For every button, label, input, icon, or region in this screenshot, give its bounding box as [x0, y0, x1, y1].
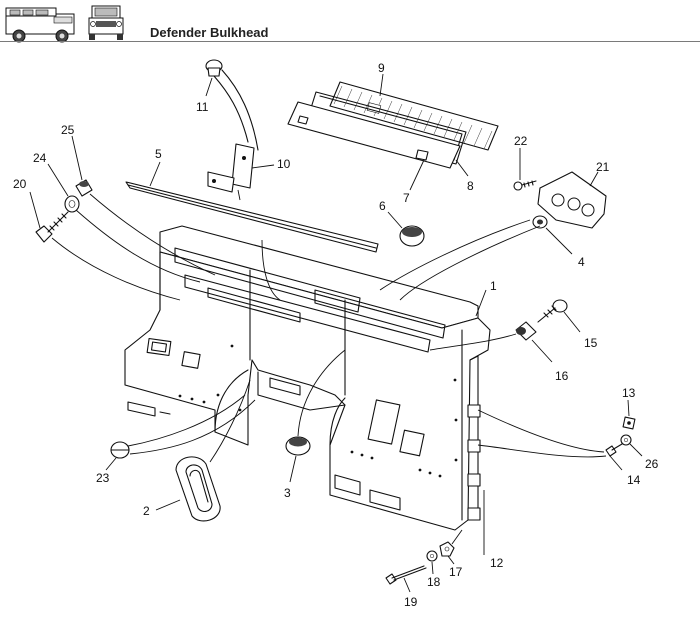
callout-8: 8: [455, 159, 474, 193]
callout-16: 16: [531, 339, 569, 383]
callout-label: 6: [379, 199, 386, 213]
callout-label: 17: [449, 565, 463, 579]
part-18-washer: [426, 550, 438, 562]
part-4-plug: [532, 215, 548, 229]
callout-label: 18: [427, 575, 441, 589]
callout-label: 19: [404, 595, 418, 609]
callout-label: 23: [96, 471, 110, 485]
callout-label: 9: [378, 61, 385, 75]
callout-17: 17: [447, 555, 463, 579]
callout-12: 12: [490, 556, 504, 570]
part-3-grommet: [285, 436, 311, 456]
callout-10: 10: [251, 157, 291, 171]
callout-15: 15: [563, 311, 598, 350]
callout-24: 24: [33, 151, 69, 197]
callout-3: 3: [284, 455, 297, 500]
land-rover-front-view-icon: [88, 5, 124, 40]
land-rover-side-view-icon: [5, 7, 75, 43]
callout-2: 2: [143, 499, 181, 518]
callout-9: 9: [378, 61, 385, 97]
callout-label: 14: [627, 473, 641, 487]
callout-label: 10: [277, 157, 291, 171]
callout-label: 26: [645, 457, 659, 471]
callout-label: 7: [403, 191, 410, 205]
part-5-seal-strip: [125, 181, 379, 253]
part-14-bolt: [605, 443, 623, 457]
part-11-vent-knob: [205, 59, 223, 77]
assembly-leader-lines: [51, 189, 607, 555]
callout-label: 12: [490, 556, 504, 570]
callout-label: 5: [155, 147, 162, 161]
part-6-grommet: [399, 225, 425, 247]
callout-18: 18: [427, 561, 441, 589]
callout-label: 25: [61, 123, 75, 137]
part-13-clip-plate: [622, 416, 636, 430]
callout-label: 8: [467, 179, 474, 193]
callout-label: 22: [514, 134, 528, 148]
part-23-grommet: [110, 441, 130, 459]
callout-label: 20: [13, 177, 27, 191]
callout-label: 13: [622, 386, 636, 400]
callout-11: 11: [196, 77, 213, 114]
part-22-screw: [513, 180, 537, 191]
part-20-bolt: [35, 211, 69, 243]
callout-label: 16: [555, 369, 569, 383]
callout-4: 4: [545, 227, 585, 269]
callout-label: 4: [578, 255, 585, 269]
callout-label: 11: [196, 100, 209, 114]
part-17-nut: [439, 541, 455, 557]
callout-22: 22: [514, 134, 528, 180]
part-2-rubber-grommet: [175, 456, 221, 522]
callout-5: 5: [149, 147, 162, 187]
part-19-long-bolt: [385, 565, 427, 585]
callout-23: 23: [96, 457, 117, 485]
part-16-bush: [515, 321, 537, 341]
part-15-bolt: [537, 299, 568, 323]
part-10-vent-lever: [207, 69, 259, 193]
part-21-mounting-plate: [537, 171, 607, 229]
bulkhead-panel: [124, 225, 491, 531]
callout-label: 2: [143, 504, 150, 518]
callout-20: 20: [13, 177, 41, 229]
part-26-washer: [620, 434, 632, 446]
callout-25: 25: [61, 123, 83, 181]
callout-label: 15: [584, 336, 598, 350]
callout-label: 21: [596, 160, 610, 174]
callout-label: 1: [490, 279, 497, 293]
callout-label: 3: [284, 486, 291, 500]
part-24-washer: [64, 195, 80, 213]
callout-label: 24: [33, 151, 47, 165]
part-7-vent-flap: [287, 101, 461, 169]
callout-13: 13: [622, 386, 636, 417]
page-title: Defender Bulkhead: [150, 25, 269, 40]
callout-21: 21: [589, 160, 610, 187]
callout-1: 1: [475, 279, 497, 317]
callout-19: 19: [403, 577, 418, 609]
callout-6: 6: [379, 199, 403, 229]
callout-26: 26: [629, 443, 659, 471]
callout-7: 7: [403, 159, 425, 205]
part-25-bush: [75, 179, 93, 197]
callout-14: 14: [609, 455, 641, 487]
